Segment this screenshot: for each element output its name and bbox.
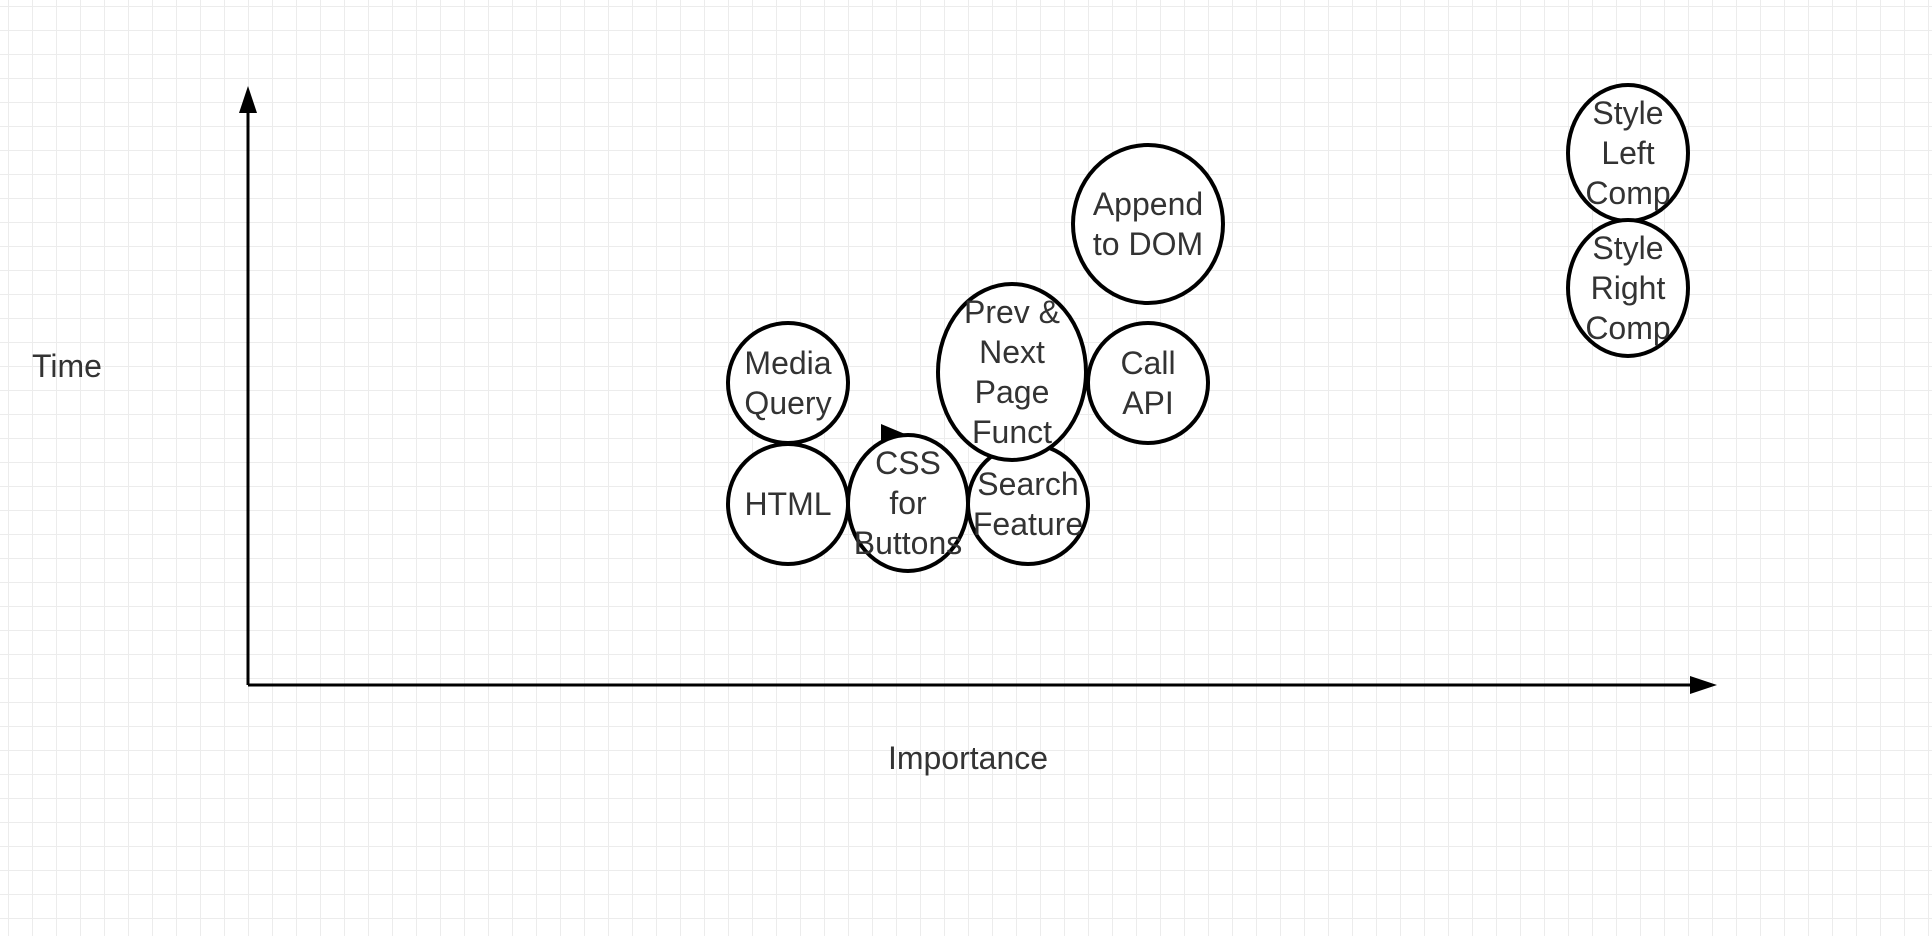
node-label: HTML: [744, 486, 831, 522]
node-label-line: Comp: [1585, 310, 1670, 346]
node-ellipse[interactable]: [726, 321, 850, 445]
x-axis-label: Importance: [888, 740, 1048, 776]
node-label-line: to DOM: [1093, 226, 1203, 262]
node-ellipse[interactable]: [1071, 143, 1225, 305]
node-label-line: HTML: [744, 486, 831, 522]
node-label-line: Append: [1093, 186, 1203, 222]
node-label-line: Call: [1120, 345, 1175, 381]
node-ellipse[interactable]: [1566, 218, 1690, 358]
y-axis-arrowhead: [239, 86, 257, 113]
node-html[interactable]: HTML: [726, 442, 850, 566]
x-axis-arrowhead: [1690, 676, 1717, 694]
node-label-line: Page: [975, 374, 1050, 410]
node-label-line: CSS: [875, 445, 941, 481]
node-label-line: Left: [1601, 135, 1654, 171]
node-label-line: Comp: [1585, 175, 1670, 211]
node-label-line: Prev &: [964, 294, 1060, 330]
node-label-line: for: [889, 485, 927, 521]
node-label-line: Style: [1592, 95, 1663, 131]
node-label: Append to DOM: [1093, 186, 1203, 262]
node-label-line: Style: [1592, 230, 1663, 266]
y-axis-label: Time: [32, 348, 102, 384]
node-label-line: Funct: [972, 414, 1052, 450]
x-axis: [248, 676, 1717, 694]
node-label-line: Next: [979, 334, 1045, 370]
node-label-line: Feature: [973, 506, 1083, 542]
node-label-line: Media: [744, 345, 831, 381]
node-label-line: Search: [977, 466, 1078, 502]
node-label-line: Right: [1591, 270, 1666, 306]
y-axis: [239, 86, 257, 685]
node-ellipse[interactable]: [936, 282, 1088, 462]
node-append-to-dom[interactable]: Append to DOM: [1071, 143, 1225, 305]
node-label-line: Buttons: [854, 525, 963, 561]
node-ellipse[interactable]: [966, 442, 1090, 566]
node-label-line: Query: [744, 385, 831, 421]
node-ellipse[interactable]: [1086, 321, 1210, 445]
node-label-line: API: [1122, 385, 1174, 421]
